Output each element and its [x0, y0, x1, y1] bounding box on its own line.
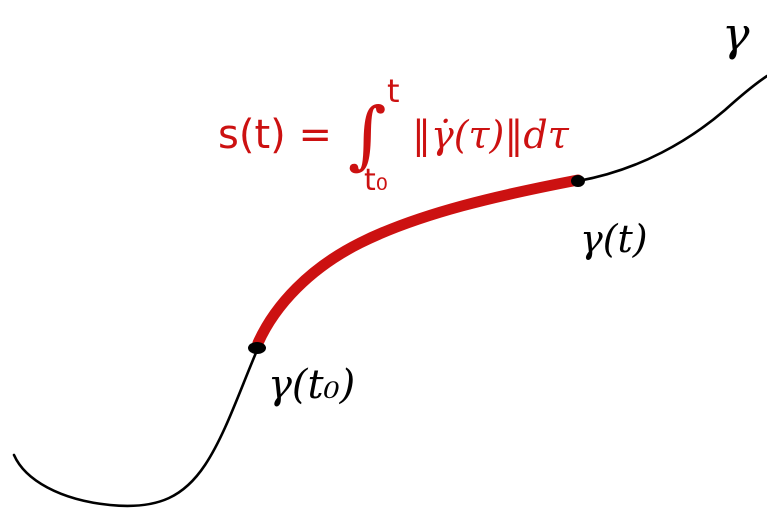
start-point-marker: [248, 342, 266, 354]
start-point-label: γ(t₀): [268, 362, 355, 408]
formula-integral-sign: ∫: [348, 92, 387, 178]
end-point-label: γ(t): [580, 217, 648, 261]
arc-length-segment: [252, 174, 584, 349]
arc-length-formula: s(t) = ∫ t t₀ ‖γ̇(τ)‖dτ: [218, 72, 570, 198]
formula-lhs: s(t) =: [218, 112, 332, 158]
curve-gamma: [12, 74, 767, 508]
formula-upper-limit: t: [387, 72, 400, 110]
formula-lower-limit: t₀: [364, 163, 388, 198]
end-point-marker: [571, 175, 585, 187]
formula-integrand: ‖γ̇(τ)‖dτ: [412, 113, 570, 157]
curve-name-label: γ: [722, 7, 750, 61]
